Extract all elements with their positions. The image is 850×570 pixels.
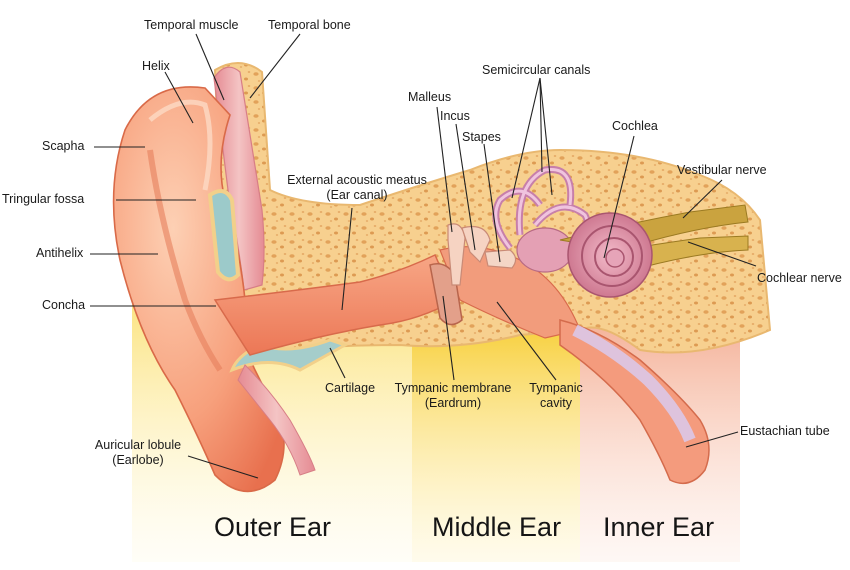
- label-triangular-fossa: Tringular fossa: [2, 192, 85, 206]
- auricular-lobule-title: Auricular lobule: [94, 438, 182, 452]
- label-scapha: Scapha: [42, 139, 85, 153]
- leader-lines: [90, 33, 757, 479]
- label-tympanic-cavity: Tympanic cavity: [520, 381, 592, 411]
- label-tympanic-membrane: Tympanic membrane (Eardrum): [388, 381, 518, 411]
- label-semicircular-canals: Semicircular canals: [482, 63, 591, 77]
- lower-canal-muscle: [237, 364, 316, 476]
- label-concha: Concha: [42, 298, 86, 312]
- label-vestibular-nerve: Vestibular nerve: [677, 163, 767, 177]
- label-helix: Helix: [142, 59, 170, 73]
- label-temporal-bone: Temporal bone: [268, 18, 351, 32]
- label-cochlea: Cochlea: [612, 119, 658, 133]
- label-auricular-lobule: Auricular lobule (Earlobe): [78, 438, 198, 468]
- section-outer-ear: Outer Ear: [214, 512, 332, 542]
- label-malleus: Malleus: [408, 90, 452, 104]
- cartilage-upper: [207, 189, 241, 282]
- label-incus: Incus: [440, 109, 470, 123]
- tympanic-cavity-subtitle: cavity: [540, 396, 572, 410]
- auricular-lobule-subtitle: (Earlobe): [112, 453, 164, 467]
- external-meatus-subtitle: (Ear canal): [326, 188, 388, 202]
- eustachian-tube-shape: [559, 319, 710, 485]
- label-stapes: Stapes: [462, 130, 501, 144]
- section-middle-ear: Middle Ear: [432, 512, 562, 542]
- label-cartilage: Cartilage: [325, 381, 376, 395]
- label-temporal-muscle: Temporal muscle: [144, 18, 239, 32]
- tympanic-cavity-title: Tympanic: [529, 381, 583, 395]
- cochlea-shape: [567, 212, 653, 298]
- tympanic-membrane-title: Tympanic membrane: [394, 381, 512, 395]
- label-eustachian-tube: Eustachian tube: [740, 424, 830, 438]
- antihelix-ridge: [147, 149, 223, 372]
- eustachian-tube-lining: [572, 324, 696, 443]
- vestibule-shape: [516, 227, 574, 273]
- external-meatus-title: External acoustic meatus: [287, 173, 427, 187]
- stapes-shape: [484, 249, 517, 269]
- label-cochlear-nerve: Cochlear nerve: [757, 271, 842, 285]
- tympanic-membrane-subtitle: (Eardrum): [424, 396, 482, 410]
- helix-rim: [148, 99, 213, 191]
- incus-shape: [461, 225, 491, 264]
- section-inner-ear: Inner Ear: [603, 512, 715, 542]
- label-antihelix: Antihelix: [36, 246, 84, 260]
- label-external-acoustic-meatus: External acoustic meatus (Ear canal): [272, 173, 442, 203]
